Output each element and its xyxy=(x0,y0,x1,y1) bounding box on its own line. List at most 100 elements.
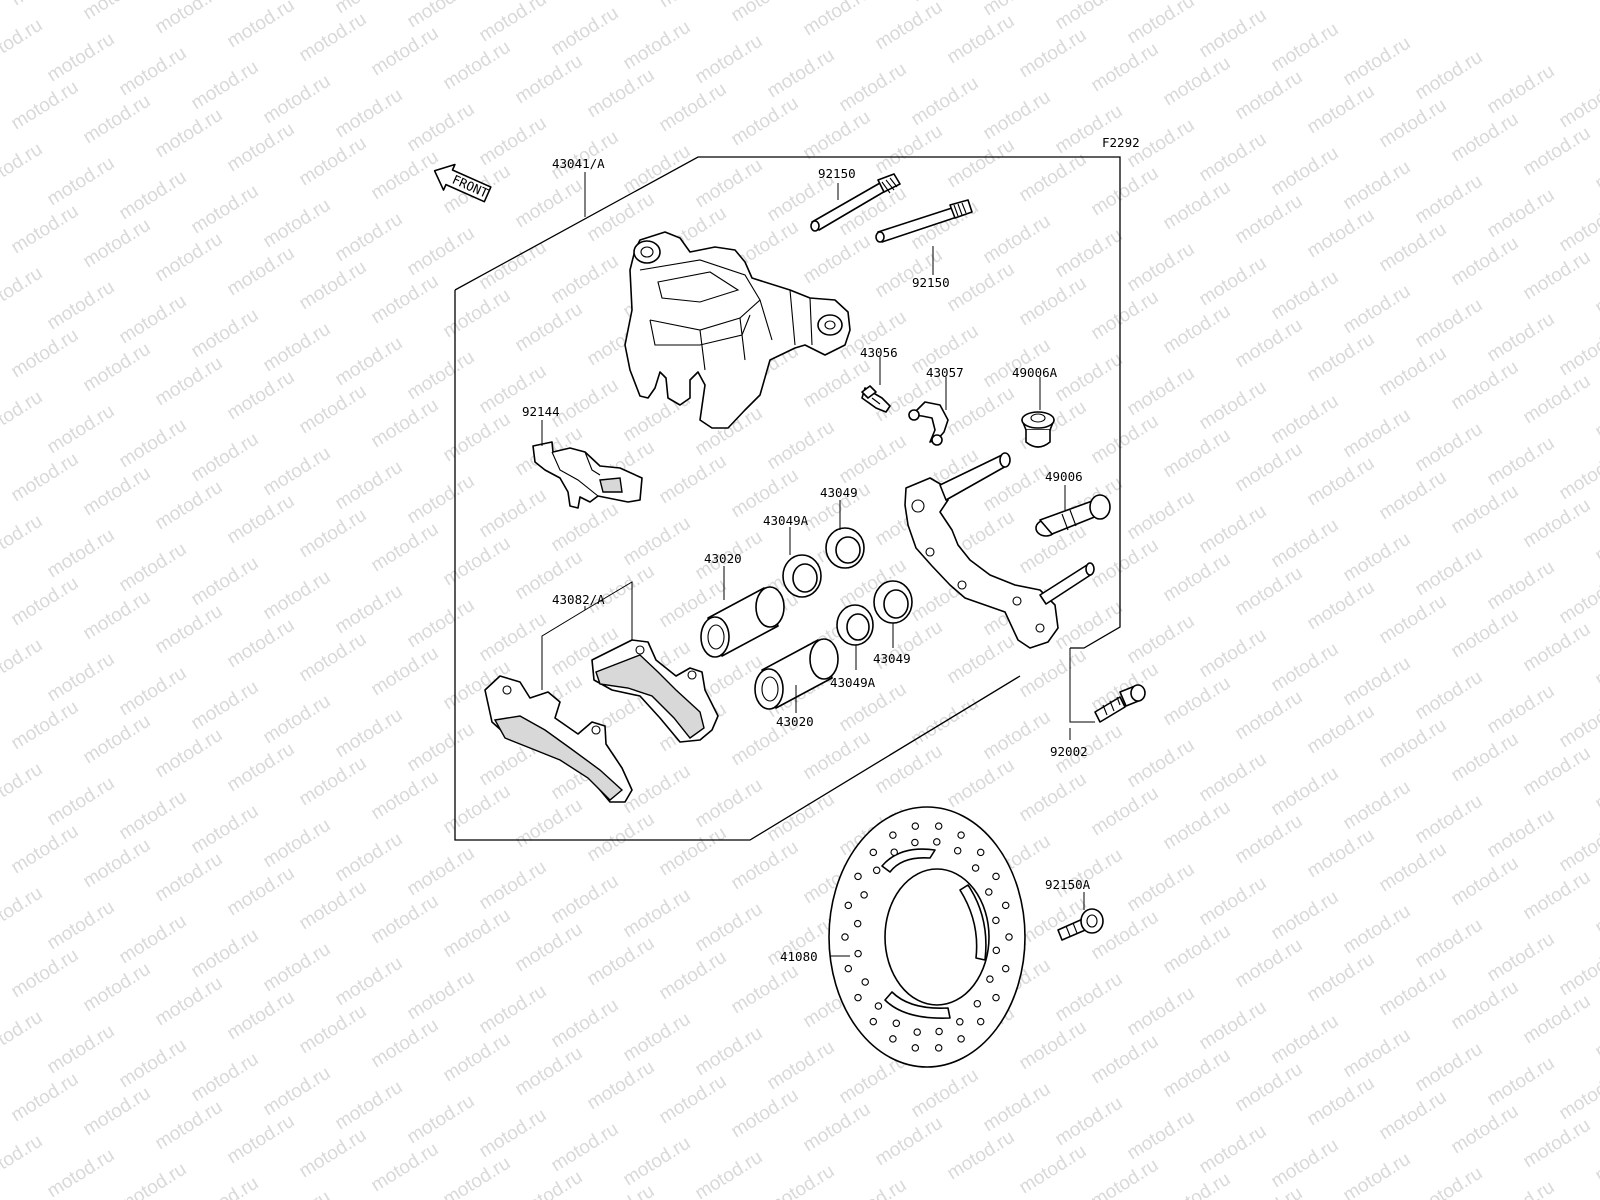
watermark-text: motod.ru xyxy=(872,741,947,799)
watermark-text: motod.ru xyxy=(8,945,83,1003)
disc-hole xyxy=(992,993,1000,1002)
watermark-text: motod.ru xyxy=(188,801,263,859)
disc-hole xyxy=(889,831,897,839)
watermark-text: motod.ru xyxy=(44,401,119,459)
watermark-text: motod.ru xyxy=(8,573,83,631)
watermark-text: motod.ru xyxy=(368,891,443,949)
watermark-text: motod.ru xyxy=(1160,797,1235,855)
label-43020-top: 43020 xyxy=(704,551,742,566)
watermark-text: motod.ru xyxy=(440,1153,515,1200)
watermark-text: motod.ru xyxy=(1160,921,1235,979)
brake-disc xyxy=(828,806,1026,1068)
watermark-text: motod.ru xyxy=(548,995,623,1053)
watermark-text: motod.ru xyxy=(440,37,515,95)
watermark-text: motod.ru xyxy=(116,415,191,473)
watermark-text: motod.ru xyxy=(8,1069,83,1127)
watermark-text: motod.ru xyxy=(188,677,263,735)
disc-hole xyxy=(854,872,862,881)
watermark-text: motod.ru xyxy=(1124,1107,1199,1165)
watermark-text: motod.ru xyxy=(1520,743,1595,801)
watermark-text: motod.ru xyxy=(80,1083,155,1141)
watermark-text: motod.ru xyxy=(368,395,443,453)
watermark-text: motod.ru xyxy=(800,727,875,785)
watermark-text: motod.ru xyxy=(1268,1135,1343,1193)
watermark-text: motod.ru xyxy=(404,843,479,901)
watermark-text: motod.ru xyxy=(1412,295,1487,353)
disc-hole xyxy=(869,1017,878,1026)
disc-hole xyxy=(911,1044,920,1052)
watermark-text: motod.ru xyxy=(1412,667,1487,725)
watermark-text: motod.ru xyxy=(1376,963,1451,1021)
watermark-text: motod.ru xyxy=(1124,735,1199,793)
watermark-text: motod.ru xyxy=(332,457,407,515)
watermark-text: motod.ru xyxy=(1304,1073,1379,1131)
disc-bolt xyxy=(1057,908,1104,941)
watermark-text: motod.ru xyxy=(872,0,947,54)
watermark-text: motod.ru xyxy=(260,1063,335,1121)
watermark-text: motod.ru xyxy=(224,243,299,301)
label-43041A: 43041/A xyxy=(552,156,605,171)
disc-hole xyxy=(844,901,853,910)
watermark-text: motod.ru xyxy=(944,259,1019,317)
watermark-text: motod.ru xyxy=(296,257,371,315)
disc-hole xyxy=(933,838,941,846)
watermark-text: motod.ru xyxy=(656,451,731,509)
watermark-text: motod.ru xyxy=(1304,701,1379,759)
watermark-text: motod.ru xyxy=(152,0,227,38)
watermark-text: motod.ru xyxy=(800,231,875,289)
watermark-text: motod.ru xyxy=(296,1001,371,1059)
watermark-text: motod.ru xyxy=(1088,783,1163,841)
watermark-text: motod.ru xyxy=(1052,845,1127,903)
label-49006A: 49006A xyxy=(1012,365,1058,380)
watermark-text: motod.ru xyxy=(512,919,587,977)
watermark-text: motod.ru xyxy=(440,409,515,467)
watermark-text: motod.ru xyxy=(764,789,839,847)
watermark-text: motod.ru xyxy=(116,539,191,597)
watermark-text: motod.ru xyxy=(692,1023,767,1081)
watermark-text: motod.ru xyxy=(188,305,263,363)
watermark-text: motod.ru xyxy=(1340,529,1415,587)
watermark-text: motod.ru xyxy=(1016,1141,1091,1199)
watermark-text: motod.ru xyxy=(1556,943,1600,1001)
watermark-text: motod.ru xyxy=(1268,1011,1343,1069)
disc-hole xyxy=(992,916,1000,925)
watermark-text: motod.ru xyxy=(1520,371,1595,429)
seal-43049-top xyxy=(825,527,865,569)
watermark-text: motod.ru xyxy=(1376,467,1451,525)
disc-hole xyxy=(913,1028,921,1036)
watermark-text: motod.ru xyxy=(1268,763,1343,821)
watermark-text: motod.ru xyxy=(1124,487,1199,545)
watermark-text: motod.ru xyxy=(8,821,83,879)
disc-hole xyxy=(957,831,965,839)
watermark-text: motod.ru xyxy=(116,291,191,349)
watermark-text: motod.ru xyxy=(1448,481,1523,539)
watermark-text: motod.ru xyxy=(440,533,515,591)
watermark-text: motod.ru xyxy=(80,463,155,521)
watermark-text: motod.ru xyxy=(0,1131,46,1189)
disc-hole xyxy=(1001,964,1010,973)
disc-hole xyxy=(934,822,943,830)
watermark-text: motod.ru xyxy=(224,987,299,1045)
caliper-body xyxy=(624,231,851,429)
watermark-text: motod.ru xyxy=(1520,1115,1595,1173)
watermark-text: motod.ru xyxy=(1592,1129,1600,1187)
watermark-text: motod.ru xyxy=(1484,309,1559,367)
caliper-assembly-frame xyxy=(454,156,1121,841)
watermark-text: motod.ru xyxy=(116,1035,191,1093)
watermark-text: motod.ru xyxy=(188,1173,263,1200)
watermark-text: motod.ru xyxy=(1232,563,1307,621)
watermark-text: motod.ru xyxy=(1592,1005,1600,1063)
watermark-text: motod.ru xyxy=(80,835,155,893)
watermark-text: motod.ru xyxy=(764,417,839,475)
watermark-text: motod.ru xyxy=(332,85,407,143)
disc-hole xyxy=(935,1027,943,1036)
watermark-text: motod.ru xyxy=(1232,191,1307,249)
watermark-text: motod.ru xyxy=(368,147,443,205)
watermark-text: motod.ru xyxy=(224,615,299,673)
watermark-text: motod.ru xyxy=(980,1079,1055,1137)
watermark-text: motod.ru xyxy=(908,1065,983,1123)
watermark-text: motod.ru xyxy=(296,753,371,811)
watermark-text: motod.ru xyxy=(440,781,515,839)
watermark-text: motod.ru xyxy=(224,367,299,425)
disc-hole xyxy=(992,946,1001,955)
